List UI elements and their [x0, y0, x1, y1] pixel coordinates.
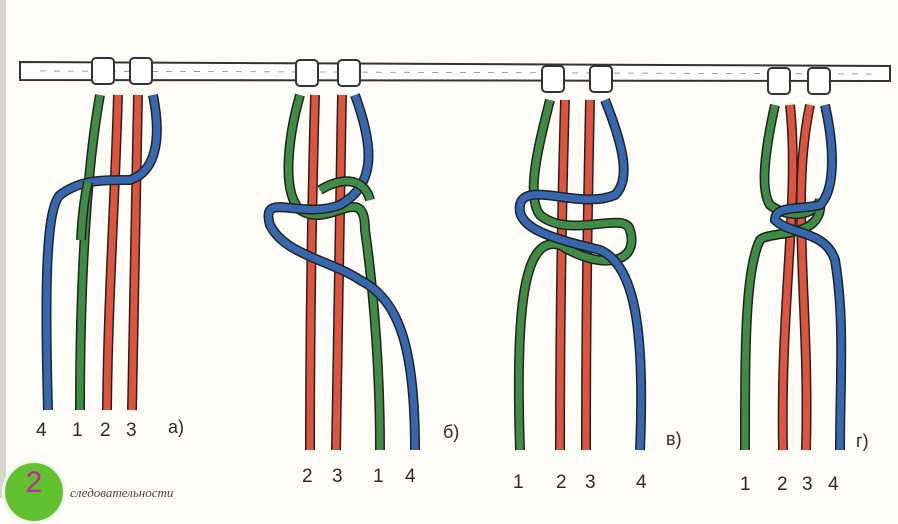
cord-number-label: 2 [302, 466, 313, 488]
cord-number-label: 2 [556, 472, 567, 494]
panel-d-cords [745, 68, 841, 450]
cord-number-label: 4 [36, 420, 47, 442]
cord-number-label: 2 [777, 474, 788, 496]
cord-number-label: 4 [636, 472, 647, 494]
panel-a-cords [46, 58, 156, 410]
cord-number-label: 3 [126, 420, 137, 442]
cord-number-label: 3 [332, 466, 343, 488]
cord-number-label: 1 [513, 472, 524, 494]
panel-letter-d: г) [856, 431, 869, 452]
step-number-badge: 2 [2, 460, 66, 524]
cord-green [519, 100, 632, 450]
cord-number-label: 1 [373, 466, 384, 488]
cord-number-label: 1 [72, 420, 83, 442]
badge-number: 2 [26, 466, 43, 521]
panel-letter-c: в) [666, 429, 682, 450]
caption-fragment: следовательности [70, 485, 173, 501]
cord-number-label: 3 [585, 472, 596, 494]
cord-number-label: 4 [405, 466, 416, 488]
panel-b-cords [268, 60, 415, 450]
panel-letter-b: б) [443, 422, 459, 443]
cord-number-label: 3 [802, 474, 813, 496]
cord-number-label: 1 [740, 474, 751, 496]
cord-number-label: 2 [100, 420, 111, 442]
cord-red [586, 100, 590, 450]
cord-number-label: 4 [828, 474, 839, 496]
panel-letter-a: а) [168, 417, 184, 438]
panel-c-cords [519, 66, 641, 450]
